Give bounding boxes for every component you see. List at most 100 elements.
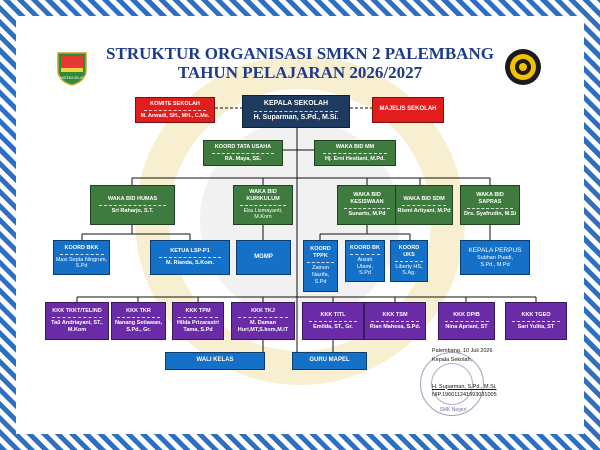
page-subtitle: TAHUN PELAJARAN 2026/2027: [177, 63, 423, 82]
waka-bid-sdm-box: WAKA BID SDM Rismi Artiyani, M.Pd: [395, 185, 453, 225]
province-emblem-text: SUMATERA SELATAN: [56, 76, 89, 80]
kkk-title: KKK TPM: [185, 308, 211, 315]
koord-bk-name-line3: S.Pd: [359, 270, 371, 277]
waka-bid-kesiswaan-title-line1: WAKA BID: [353, 192, 381, 199]
kkk-title: KKK TKR: [126, 308, 151, 315]
kkk-box-tkr: KKK TKR Nanang Setiawan, S.Pd., Gr.: [111, 302, 166, 340]
guru-mapel-title: GURU MAPEL: [309, 357, 350, 364]
kkk-title: KKK TGEO: [521, 311, 551, 318]
kepala-perpus-box: KEPALA PERPUS Subhan Puadi, S.Pd., M.Pd: [460, 240, 530, 275]
koord-tppk-title-line2: TPPK: [313, 253, 328, 260]
waka-bid-sapras-title-line2: SAPRAS: [478, 199, 502, 206]
ketua-lsp-title: KETUA LSP-P1: [170, 248, 210, 255]
komite-sekolah-title: KOMITE SEKOLAH: [150, 100, 200, 107]
separator: [349, 253, 381, 255]
koord-uks-title-line1: KOORD: [398, 244, 420, 251]
koord-tppk-name-line1: Zainun: [312, 265, 329, 272]
waka-bid-humas-box: WAKA BID HUMAS Sri Raharjo, S.T.: [90, 185, 175, 225]
koord-bkk-title: KOORD BKK: [64, 244, 99, 251]
school-stamp-text: SMK Negeri: [439, 407, 467, 413]
separator: [401, 204, 447, 206]
separator: [323, 152, 387, 154]
separator: [59, 253, 104, 255]
separator: [52, 317, 102, 319]
page-title: STRUKTUR ORGANISASI SMKN 2 PALEMBANG: [106, 44, 494, 63]
waka-bid-sapras-title-line1: WAKA BID: [476, 192, 504, 199]
separator: [158, 257, 222, 258]
kkk-box-tkkt: KKK TKKT/TELIND Taŭ Andriayani, ST., M.K…: [45, 302, 109, 340]
guru-mapel-box: GURU MAPEL: [292, 352, 367, 370]
kkk-name-line1: Hilda Prizarastri: [177, 320, 219, 327]
school-stamp: [420, 352, 484, 416]
waka-bid-sapras-name: Drs. Syafrudin, M.Si: [464, 210, 516, 217]
majelis-sekolah-box: MAJELIS SEKOLAH: [372, 97, 444, 123]
koord-uks-title-line2: UKS: [403, 251, 415, 258]
separator: [253, 111, 339, 112]
kepala-sekolah-name: H. Suparman, S.Pd., M.Si.: [253, 114, 339, 121]
signature-space: [432, 365, 497, 383]
waka-bid-kesiswaan-box: WAKA BID KESISWAAN Sunarto, M.Pd: [337, 185, 397, 225]
kkk-box-tkj: KKK TKJ M. Daman Huri,MT,S.kom,M.IT: [231, 302, 295, 340]
ketua-lsp-name: M. Rianda, S.Kom.: [166, 260, 214, 266]
separator: [309, 320, 357, 322]
koord-tppk-title-line1: KOORD: [310, 246, 331, 253]
waka-bid-sdm-title: WAKA BID SDM: [403, 195, 445, 202]
koord-uks-box: KOORD UKS Liberty HS, S.Ag.: [390, 240, 428, 282]
waka-bid-mm-box: WAKA BID MM Hj. Erni Hestiani, M.Pd.: [314, 140, 396, 166]
waka-bid-kurikulum-title: WAKA BID KURIKULUM: [246, 188, 280, 202]
kkk-box-tpm: KKK TPM Hilda Prizarastri Tama, S.Pd: [172, 302, 224, 340]
koord-tata-usaha-title: KOORD TATA USAHA: [214, 143, 272, 150]
separator: [444, 320, 489, 322]
koord-bkk-name-line1: Masi Septa Ningrum,: [55, 256, 108, 263]
kkk-box-tgeo: KKK TGEO Sari Yulita, ST: [505, 302, 567, 340]
separator: [99, 204, 166, 206]
waka-bid-kurikulum-name-line2: M.Kom: [254, 214, 272, 221]
kkk-title: KKK TITL: [320, 311, 346, 318]
school-gear-logo-icon: [505, 49, 541, 85]
separator: [238, 317, 288, 319]
ketua-lsp-box: KETUA LSP-P1 M. Rianda, S.Kom.: [150, 240, 230, 275]
koord-tppk-name-line2: Nazifa,: [311, 271, 330, 278]
kepala-sekolah-box: KEPALA SEKOLAH H. Suparman, S.Pd., M.Si.: [242, 95, 350, 128]
separator: [211, 152, 275, 154]
school-stamp-inner: [431, 363, 473, 405]
koord-tata-usaha-name: RA. Maya, SE.: [224, 155, 262, 162]
separator: [371, 320, 419, 322]
kkk-name-line2: M.Kom: [67, 326, 87, 333]
mgmp-box: MGMP: [236, 240, 291, 275]
separator: [512, 320, 560, 322]
waka-bid-kurikulum-box: WAKA BID KURIKULUM Eka Lismayanti, M.Kom: [233, 185, 293, 225]
waka-bid-humas-title: WAKA BID HUMAS: [107, 195, 158, 202]
majelis-sekolah-title: MAJELIS SEKOLAH: [379, 106, 437, 113]
koord-tppk-name-line3: S.Pd: [314, 278, 327, 285]
waka-bid-sapras-box: WAKA BID SAPRAS Drs. Syafrudin, M.Si: [460, 185, 520, 225]
koord-bkk-box: KOORD BKK Masi Septa Ningrum, S.Pd: [53, 240, 110, 275]
kkk-name-line2: S.Pd., Gr.: [126, 326, 151, 333]
province-emblem-icon: SUMATERA SELATAN: [56, 52, 89, 86]
separator: [117, 317, 160, 319]
kkk-name-line1: Sari Yulita, ST: [517, 323, 555, 330]
koord-tata-usaha-box: KOORD TATA USAHA RA. Maya, SE.: [203, 140, 283, 166]
kkk-title: KKK TSM: [382, 311, 408, 318]
koord-uks-name-line2: S.Ag.: [402, 270, 416, 277]
separator: [343, 207, 391, 209]
kkk-name-line1: Taŭ Andriayani, ST.,: [51, 320, 103, 327]
kkk-name-line1: Rian Mahesa, S.Pd.: [369, 323, 421, 330]
separator: [143, 109, 207, 111]
kepala-sekolah-title: KEPALA SEKOLAH: [263, 100, 329, 108]
wali-kelas-box: WALI KELAS: [165, 352, 265, 370]
kkk-title: KKK TKJ: [251, 308, 275, 315]
kkk-box-dpib: KKK DPIB Nina Apriani, ST: [438, 302, 495, 340]
kkk-name-line1: Nanang Setiawan,: [114, 320, 163, 327]
komite-sekolah-name: M. Arwadi, SH., MH., C.Me.: [140, 112, 210, 119]
separator: [466, 207, 514, 209]
koord-bk-name-line2: Utami,: [357, 263, 373, 270]
koord-bkk-name-line2: S.Pd: [75, 263, 88, 270]
mgmp-title: MGMP: [254, 253, 273, 260]
komite-sekolah-box: KOMITE SEKOLAH M. Arwadi, SH., MH., C.Me…: [135, 97, 215, 123]
kkk-box-titl: KKK TITL Emilda, ST., Gr.: [302, 302, 364, 340]
waka-bid-humas-name: Sri Raharjo, S.T.: [111, 207, 154, 214]
waka-bid-mm-name: Hj. Erni Hestiani, M.Pd.: [325, 155, 385, 162]
kkk-name-line1: Nina Apriani, ST: [445, 323, 488, 330]
koord-tppk-box: KOORD TPPK Zainun Nazifa, S.Pd: [303, 240, 338, 292]
